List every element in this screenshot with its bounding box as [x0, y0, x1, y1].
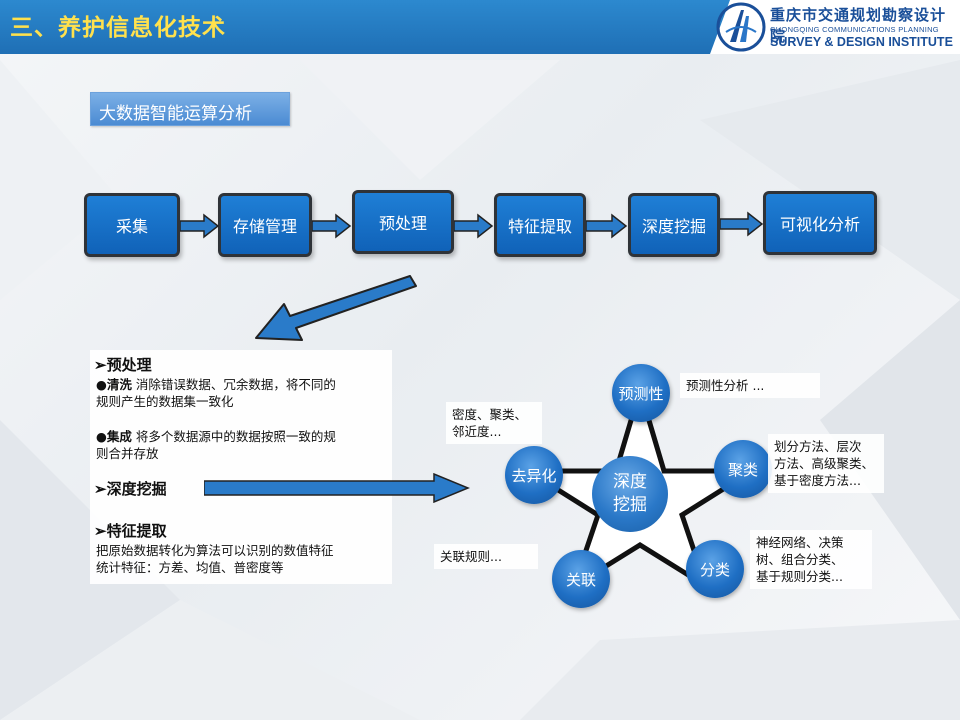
note-cluster: 划分方法、层次 方法、高级聚类、 基于密度方法... [768, 434, 884, 493]
flow-arrow-icon [586, 213, 628, 239]
feature-description: 把原始数据转化为算法可以识别的数值特征 统计特征：方差、均值、普密度等 [96, 543, 334, 575]
detail-panel: ➢预处理 ●清洗 消除错误数据、冗余数据，将不同的 规则产生的数据集一致化 ●集… [90, 350, 392, 584]
feature-heading: ➢特征提取 [94, 522, 167, 540]
step-preprocess: 预处理 [352, 190, 454, 254]
org-name-en-line2: SURVEY & DESIGN INSTITUTE [770, 35, 953, 49]
flow-arrow-icon [312, 213, 352, 239]
integrate-description: ●集成 将多个数据源中的数据按照一致的规 则合并存放 [96, 429, 336, 461]
flow-arrow-icon [720, 211, 764, 237]
diagonal-arrow-icon [255, 275, 417, 341]
node-anomaly: 去异化 [505, 446, 563, 504]
mining-arrow-icon [204, 473, 470, 503]
center-node-deep-mining: 深度 挖掘 [592, 456, 668, 532]
node-cluster: 聚类 [714, 440, 772, 498]
note-association: 关联规则... [434, 544, 538, 569]
step-feature-extraction: 特征提取 [494, 193, 586, 257]
step-deep-mining: 深度挖掘 [628, 193, 720, 257]
node-classify: 分类 [686, 540, 744, 598]
org-name-cn: 重庆市交通规划勘察设计院 [770, 6, 947, 45]
flow-arrow-icon [454, 213, 494, 239]
step-storage: 存储管理 [218, 193, 312, 257]
mining-heading: ➢深度挖掘 [94, 480, 167, 498]
institute-logo-icon [716, 2, 766, 52]
org-name-en-line1: CHONGQING COMMUNICATIONS PLANNING [770, 25, 939, 34]
note-predict: 预测性分析 ... [680, 373, 820, 398]
note-anomaly: 密度、聚类、 邻近度... [446, 402, 542, 444]
preprocess-heading: ➢预处理 [94, 356, 152, 374]
node-predict: 预测性 [612, 364, 670, 422]
flow-arrow-icon [180, 213, 220, 239]
section-label: 大数据智能运算分析 [90, 92, 290, 126]
step-collect: 采集 [84, 193, 180, 257]
node-association: 关联 [552, 550, 610, 608]
page-title: 三、养护信息化技术 [10, 15, 226, 41]
clean-description: ●清洗 消除错误数据、冗余数据，将不同的 规则产生的数据集一致化 [96, 377, 336, 409]
header-logo-area [710, 0, 960, 54]
step-visual-analysis: 可视化分析 [763, 191, 877, 255]
note-classify: 神经网络、决策 树、组合分类、 基于规则分类... [750, 530, 872, 589]
